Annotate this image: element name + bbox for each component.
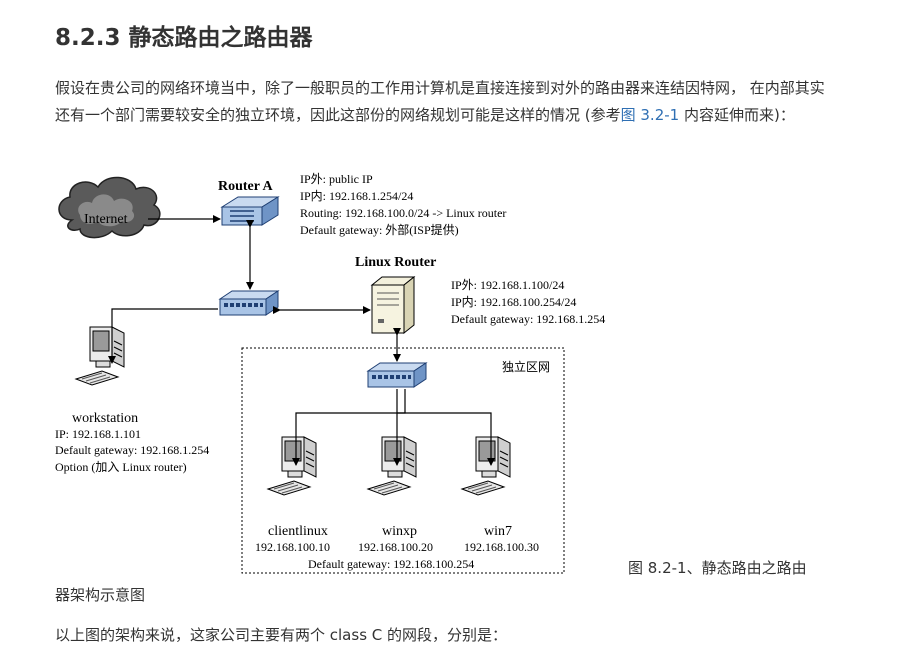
intro-paragraph: 假设在贵公司的网络环境当中，除了一般职员的工作用计算机是直接连接到对外的路由器来… [55,75,835,129]
win7-pc-icon [461,436,511,496]
internet-label: Internet [84,212,128,227]
client-name-winxp: winxp [382,524,417,539]
router-a-icon [220,196,280,226]
workstation-name: workstation [72,411,138,426]
zone-switch-icon [367,362,427,388]
figure-caption-line2: 器架构示意图 [55,586,146,604]
router-a-info-3: Routing: 192.168.100.0/24 -> Linux route… [300,206,506,220]
linux-router-info-3: Default gateway: 192.168.1.254 [451,312,605,326]
workstation-info-3: Option (加入 Linux router) [55,460,187,474]
router-a-title: Router A [218,179,273,194]
network-links [108,215,495,466]
isolated-zone-box [241,347,565,574]
intro-text-end: 内容延伸而来)： [679,106,795,124]
isolated-zone-label: 独立区网 [502,359,550,374]
winxp-pc-icon [367,436,417,496]
workstation-pc-icon [75,326,125,386]
client-ip-win7: 192.168.100.30 [464,540,539,554]
network-diagram: Internet Router A IP外: public IP IP内: 19… [55,172,605,574]
linux-router-title: Linux Router [355,255,436,270]
router-a-info-2: IP内: 192.168.1.254/24 [300,189,413,203]
linux-router-info-2: IP内: 192.168.100.254/24 [451,295,576,309]
workstation-info-1: IP: 192.168.1.101 [55,427,141,441]
main-switch-icon [219,290,279,316]
clientlinux-pc-icon [267,436,317,496]
section-heading: 8.2.3 静态路由之路由器 [55,25,313,51]
client-name-win7: win7 [484,524,512,539]
router-a-info-4: Default gateway: 外部(ISP提供) [300,222,459,237]
figure-caption-line1: 图 8.2-1、静态路由之路由 [628,559,807,577]
router-a-info-1: IP外: public IP [300,172,373,186]
linux-router-server-icon [370,275,416,335]
zone-gateway-label: Default gateway: 192.168.100.254 [308,557,474,571]
followup-paragraph: 以上图的架构来说，这家公司主要有两个 class C 的网段，分别是： [55,626,508,644]
internet-cloud-icon [58,176,161,239]
client-ip-clientlinux: 192.168.100.10 [255,540,330,554]
client-name-clientlinux: clientlinux [268,524,328,539]
linux-router-info-1: IP外: 192.168.1.100/24 [451,278,564,292]
intro-text: 假设在贵公司的网络环境当中，除了一般职员的工作用计算机是直接连接到对外的路由器来… [55,79,825,124]
client-ip-winxp: 192.168.100.20 [358,540,433,554]
workstation-info-2: Default gateway: 192.168.1.254 [55,443,209,457]
figure-reference-link[interactable]: 图 3.2-1 [620,106,680,124]
